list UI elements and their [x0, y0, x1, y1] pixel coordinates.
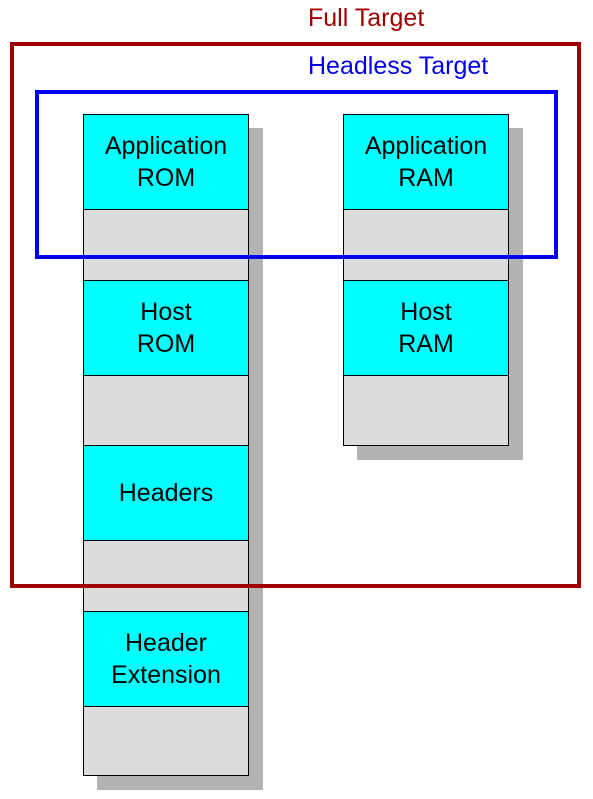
application-rom-label: Application ROM	[104, 132, 228, 192]
headers-label: Headers	[118, 479, 214, 507]
headers-block: Headers	[83, 445, 249, 541]
application-rom-block: Application ROM	[83, 114, 249, 210]
headless-target-frame	[35, 90, 558, 259]
host-ram-block: Host RAM	[343, 280, 509, 376]
header-extension-block: Header Extension	[83, 611, 249, 707]
host-rom-label: Host ROM	[136, 298, 196, 358]
application-ram-label: Application RAM	[364, 132, 488, 192]
full-target-label: Full Target	[308, 4, 425, 32]
full-target-frame	[10, 42, 581, 588]
header-extension-label: Header Extension	[111, 629, 221, 689]
host-rom-block: Host ROM	[83, 280, 249, 376]
host-ram-label: Host RAM	[398, 298, 454, 358]
application-ram-block: Application RAM	[343, 114, 509, 210]
headless-target-label: Headless Target	[308, 52, 489, 80]
